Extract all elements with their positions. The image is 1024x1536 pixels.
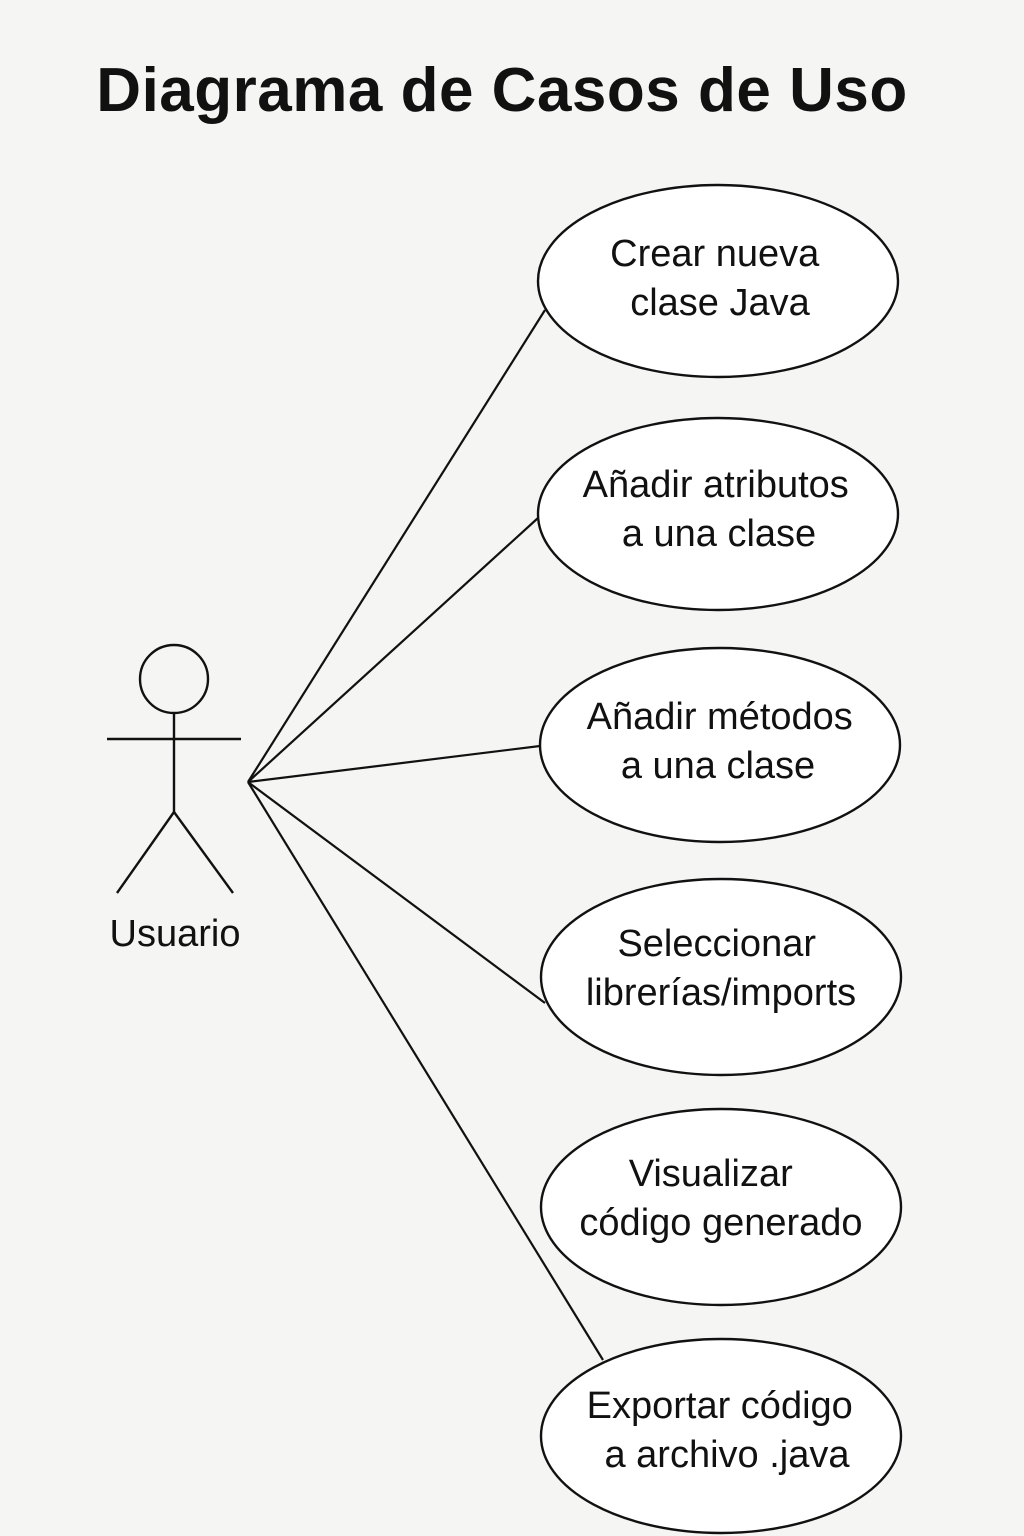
use-case-label-line1: Crear nueva bbox=[610, 233, 820, 275]
use-case-label-line1: Exportar código bbox=[587, 1385, 853, 1427]
use-case-label-line2: a una clase bbox=[621, 745, 815, 787]
use-case-ellipse bbox=[536, 183, 900, 379]
actor-left-leg bbox=[116, 811, 175, 894]
use-case-anadir-metodos: Añadir métodos a una clase bbox=[538, 646, 902, 844]
use-case-label-line1: Añadir métodos bbox=[587, 696, 853, 738]
actor-head bbox=[138, 643, 210, 715]
diagram-title: Diagrama de Casos de Uso bbox=[96, 56, 908, 125]
use-case-ellipse bbox=[538, 646, 902, 844]
association-line-exportar-codigo bbox=[247, 781, 604, 1361]
use-case-label-line2: código generado bbox=[579, 1202, 862, 1244]
use-case-label-line1: Seleccionar bbox=[617, 923, 816, 965]
actor-label: Usuario bbox=[110, 913, 241, 955]
use-case-ellipse bbox=[539, 1337, 903, 1535]
svg-text:Exportar código a archiv: Exportar código a archivo .java bbox=[587, 1385, 864, 1476]
svg-text:Añadir métodos a una cla: Añadir métodos a una clase bbox=[587, 696, 864, 787]
use-case-label-line2: a archivo .java bbox=[604, 1434, 850, 1476]
svg-text:Crear nueva clase Java: Crear nueva clase Java bbox=[610, 233, 830, 324]
use-case-label-line1: Añadir atributos bbox=[583, 464, 849, 506]
association-line-crear-clase bbox=[247, 309, 546, 783]
use-case-visualizar-codigo: Visualizar código generado bbox=[539, 1107, 903, 1307]
use-case-label-line2: clase Java bbox=[630, 282, 810, 324]
svg-text:Visualizar código genera: Visualizar código generado bbox=[579, 1153, 862, 1244]
use-case-label-line2: librerías/imports bbox=[586, 972, 856, 1014]
association-line-anadir-metodos bbox=[247, 744, 541, 784]
use-case-label-line1: Visualizar bbox=[629, 1153, 793, 1195]
svg-text:Seleccionar librerías/im: Seleccionar librerías/imports bbox=[586, 923, 856, 1014]
association-line-anadir-atributos bbox=[247, 517, 539, 783]
use-case-ellipse bbox=[536, 416, 900, 612]
associations bbox=[247, 309, 604, 1361]
use-case-ellipse bbox=[539, 877, 903, 1077]
use-case-crear-clase: Crear nueva clase Java bbox=[536, 183, 900, 379]
use-case-anadir-atributos: Añadir atributos a una clase bbox=[536, 416, 900, 612]
use-case-exportar-codigo: Exportar código a archivo .java bbox=[539, 1337, 903, 1535]
use-case-label-line2: a una clase bbox=[622, 513, 816, 555]
association-line-seleccionar-librerias bbox=[247, 781, 546, 1004]
use-case-ellipse bbox=[539, 1107, 903, 1307]
actor-right-leg bbox=[173, 811, 234, 894]
actor-usuario bbox=[107, 643, 241, 894]
svg-text:Añadir atributos a una c: Añadir atributos a una clase bbox=[583, 464, 860, 555]
use-case-seleccionar-librerias: Seleccionar librerías/imports bbox=[539, 877, 903, 1077]
